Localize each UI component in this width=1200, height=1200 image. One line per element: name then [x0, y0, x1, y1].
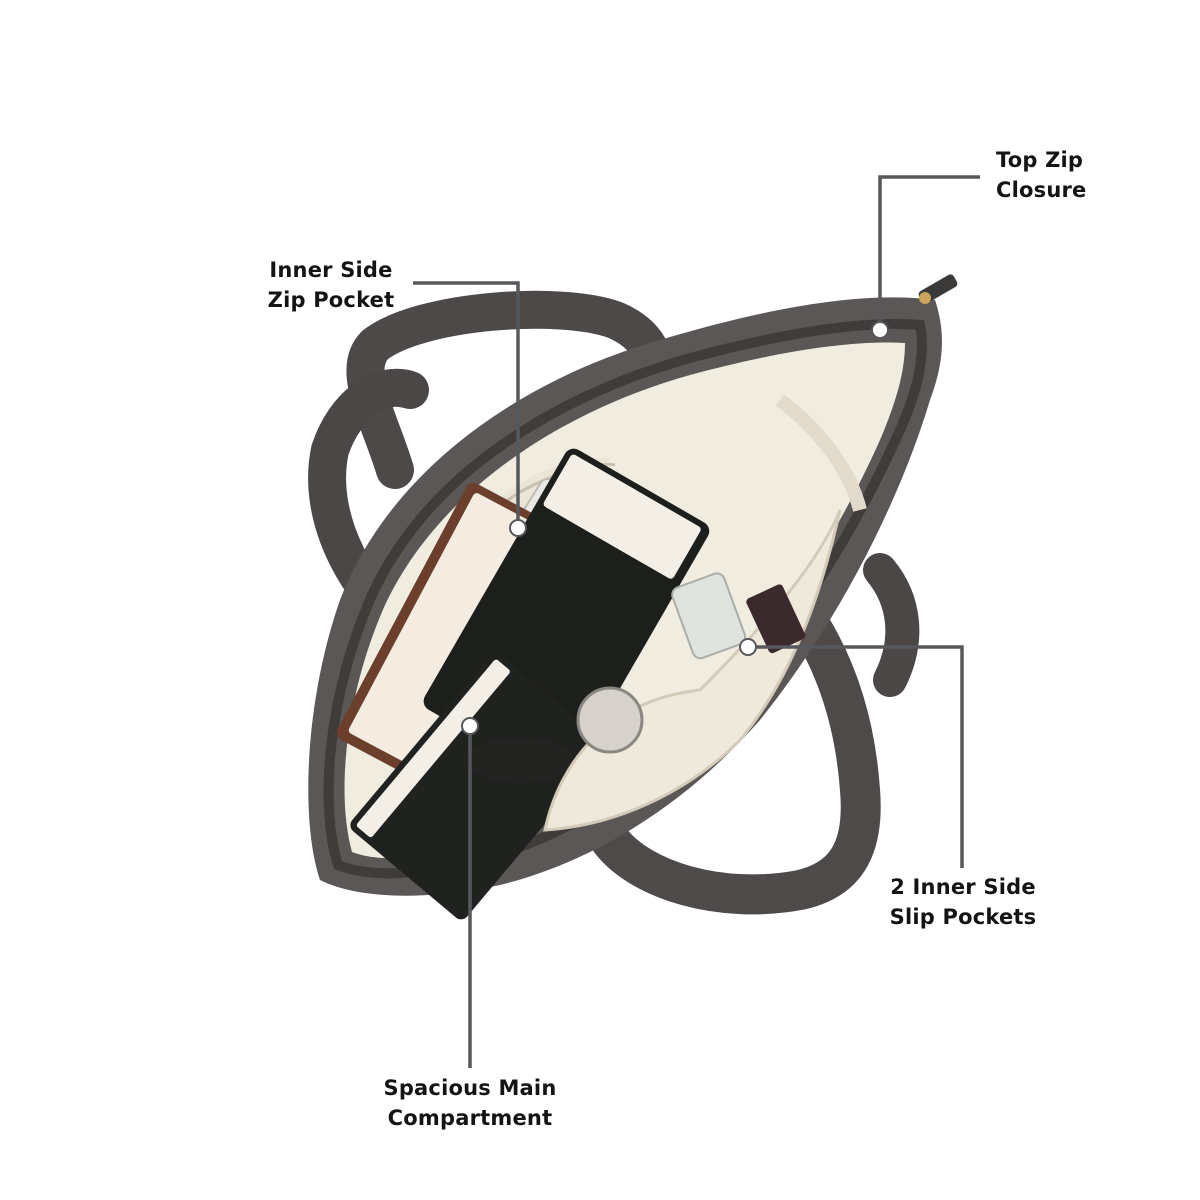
callout-text: Inner Side	[269, 258, 393, 282]
front-notebook-pages	[356, 659, 510, 838]
mirror-compact	[576, 686, 644, 754]
sunglasses	[465, 738, 575, 782]
callout-text: Zip Pocket	[267, 288, 395, 312]
callout-main-compartment: Spacious Main Compartment	[360, 1073, 580, 1133]
callout-inner-side-slip-pockets: 2 Inner Side Slip Pockets	[878, 872, 1048, 932]
callout-text: Closure	[996, 178, 1087, 202]
front-handle-right	[863, 553, 920, 697]
callout-text: Spacious Main	[383, 1076, 557, 1100]
dot-top-zip	[871, 321, 889, 339]
callout-top-zip-closure: Top Zip Closure	[996, 145, 1087, 205]
notebook-pages	[543, 454, 701, 579]
callout-text: 2 Inner Side	[890, 875, 1036, 899]
callout-text: Top Zip	[996, 148, 1084, 172]
lining-fold	[775, 394, 867, 512]
leader-top-zip	[878, 175, 980, 330]
callout-text: Slip Pockets	[889, 905, 1037, 929]
lipstick	[746, 584, 806, 654]
dot-main	[461, 717, 479, 735]
callout-inner-side-zip-pocket: Inner Side Zip Pocket	[251, 255, 411, 315]
callout-text: Compartment	[387, 1106, 553, 1130]
front-handle	[590, 590, 881, 915]
dot-inner-zip	[509, 519, 527, 537]
front-notebook	[350, 653, 607, 920]
leader-inner-zip	[413, 281, 520, 528]
perfume-bottle	[671, 572, 747, 660]
dot-slip	[739, 638, 757, 656]
leader-lines	[413, 175, 980, 1068]
callout-dots	[461, 321, 889, 735]
leader-slip	[748, 645, 964, 868]
zipper-slider	[919, 292, 931, 304]
